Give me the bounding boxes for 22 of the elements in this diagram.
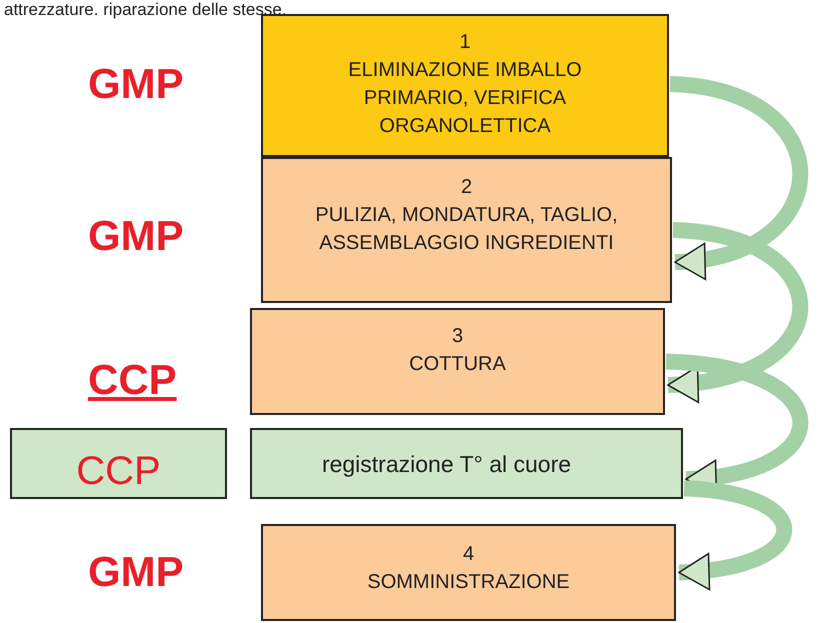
process-box bbox=[261, 524, 676, 621]
label-box bbox=[10, 428, 227, 499]
step-text: SOMMINISTRAZIONE bbox=[367, 570, 570, 595]
category-label: GMP bbox=[88, 60, 184, 108]
curved-arrow bbox=[678, 480, 792, 589]
process-box bbox=[261, 157, 672, 303]
category-label: GMP bbox=[88, 212, 184, 260]
step-number: 1 bbox=[459, 30, 471, 55]
ccp-text: CCP bbox=[76, 448, 161, 494]
process-box bbox=[250, 428, 683, 499]
curved-arrow bbox=[667, 222, 808, 401]
step-text: COTTURA bbox=[409, 352, 506, 377]
step-number: 2 bbox=[460, 175, 472, 200]
step-number: 3 bbox=[452, 324, 464, 349]
step-text: registrazione T° al cuore bbox=[322, 450, 572, 478]
step-text: ELIMINAZIONE IMBALLO PRIMARIO, VERIFICA ORGANOLETTICA bbox=[347, 58, 583, 139]
step-text: PULIZIA, MONDATURA, TAGLIO, ASSEMBLAGGIO INGREDIENTI bbox=[314, 203, 619, 256]
category-label: GMP bbox=[88, 548, 184, 596]
step-number: 4 bbox=[462, 542, 474, 567]
process-box bbox=[250, 308, 665, 415]
process-box bbox=[261, 14, 669, 157]
category-label: CCP bbox=[88, 356, 177, 404]
